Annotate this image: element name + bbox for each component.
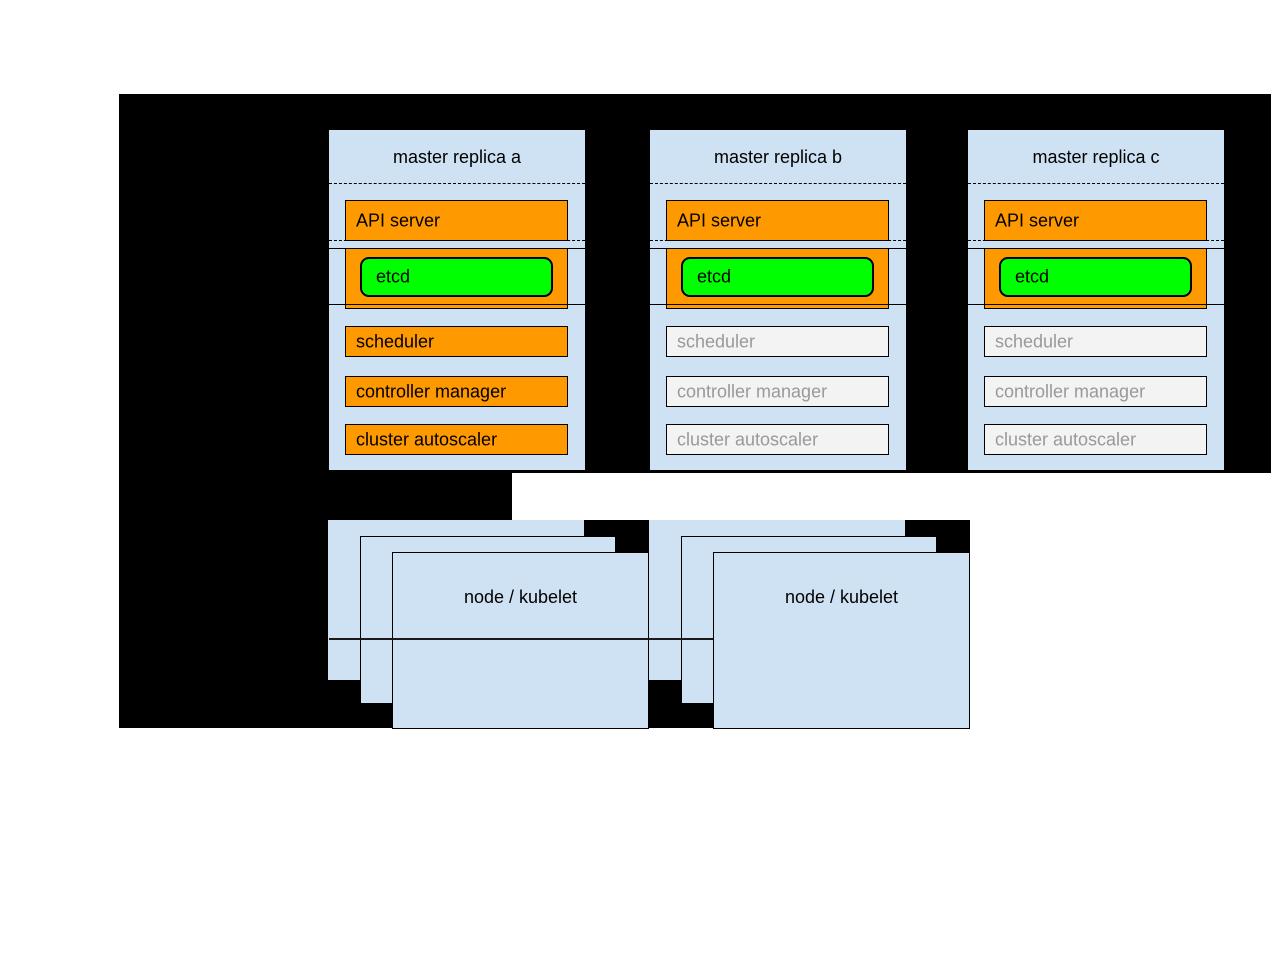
master-title: master replica c	[1032, 147, 1160, 167]
solid-separator	[968, 304, 1224, 305]
master-replica-a-panel: master replica a API server etcd schedul…	[329, 130, 585, 470]
cluster-autoscaler-box: cluster autoscaler	[984, 424, 1207, 455]
dashed-separator	[968, 183, 1224, 184]
cluster-autoscaler-box: cluster autoscaler	[666, 424, 889, 455]
controller-manager-label: controller manager	[995, 381, 1146, 401]
api-server-label: API server	[356, 210, 441, 230]
node2-label: node / kubelet	[784, 587, 899, 607]
etcd-box: etcd	[681, 257, 874, 297]
etcd-box: etcd	[999, 257, 1192, 297]
api-server-label: API server	[677, 210, 762, 230]
dashed-separator	[650, 183, 906, 184]
etcd-label: etcd	[1015, 266, 1050, 287]
master-title: master replica b	[713, 147, 843, 167]
node2-front-box: node / kubelet	[713, 552, 970, 729]
scheduler-box: scheduler	[984, 326, 1207, 357]
cluster-autoscaler-label: cluster autoscaler	[356, 429, 498, 449]
scheduler-label: scheduler	[995, 331, 1074, 351]
controller-manager-box: controller manager	[666, 376, 889, 407]
cluster-autoscaler-label: cluster autoscaler	[677, 429, 819, 449]
scheduler-box: scheduler	[345, 326, 568, 357]
scheduler-box: scheduler	[666, 326, 889, 357]
api-server-box: API server	[345, 200, 568, 241]
node1-label: node / kubelet	[463, 587, 578, 607]
cluster-autoscaler-label: cluster autoscaler	[995, 429, 1137, 449]
dashed-separator	[650, 240, 906, 241]
dashed-separator	[329, 240, 585, 241]
api-server-label: API server	[995, 210, 1080, 230]
controller-manager-label: controller manager	[356, 381, 507, 401]
etcd-box: etcd	[360, 257, 553, 297]
backdrop-middle-left	[119, 473, 512, 520]
etcd-label: etcd	[376, 266, 411, 287]
solid-separator	[329, 304, 585, 305]
api-server-box: API server	[666, 200, 889, 241]
scheduler-label: scheduler	[677, 331, 756, 351]
master-title: master replica a	[392, 147, 522, 167]
etcd-label: etcd	[697, 266, 732, 287]
api-server-box: API server	[984, 200, 1207, 241]
controller-manager-box: controller manager	[345, 376, 568, 407]
controller-manager-label: controller manager	[677, 381, 828, 401]
node1-front-box: node / kubelet	[392, 552, 649, 729]
dashed-separator	[968, 240, 1224, 241]
node-divider-line	[329, 638, 713, 640]
controller-manager-box: controller manager	[984, 376, 1207, 407]
master-replica-c-panel: master replica c API server etcd schedul…	[968, 130, 1224, 470]
scheduler-label: scheduler	[356, 331, 435, 351]
solid-separator	[650, 304, 906, 305]
dashed-separator	[329, 183, 585, 184]
cluster-autoscaler-box: cluster autoscaler	[345, 424, 568, 455]
master-replica-b-panel: master replica b API server etcd schedul…	[650, 130, 906, 470]
